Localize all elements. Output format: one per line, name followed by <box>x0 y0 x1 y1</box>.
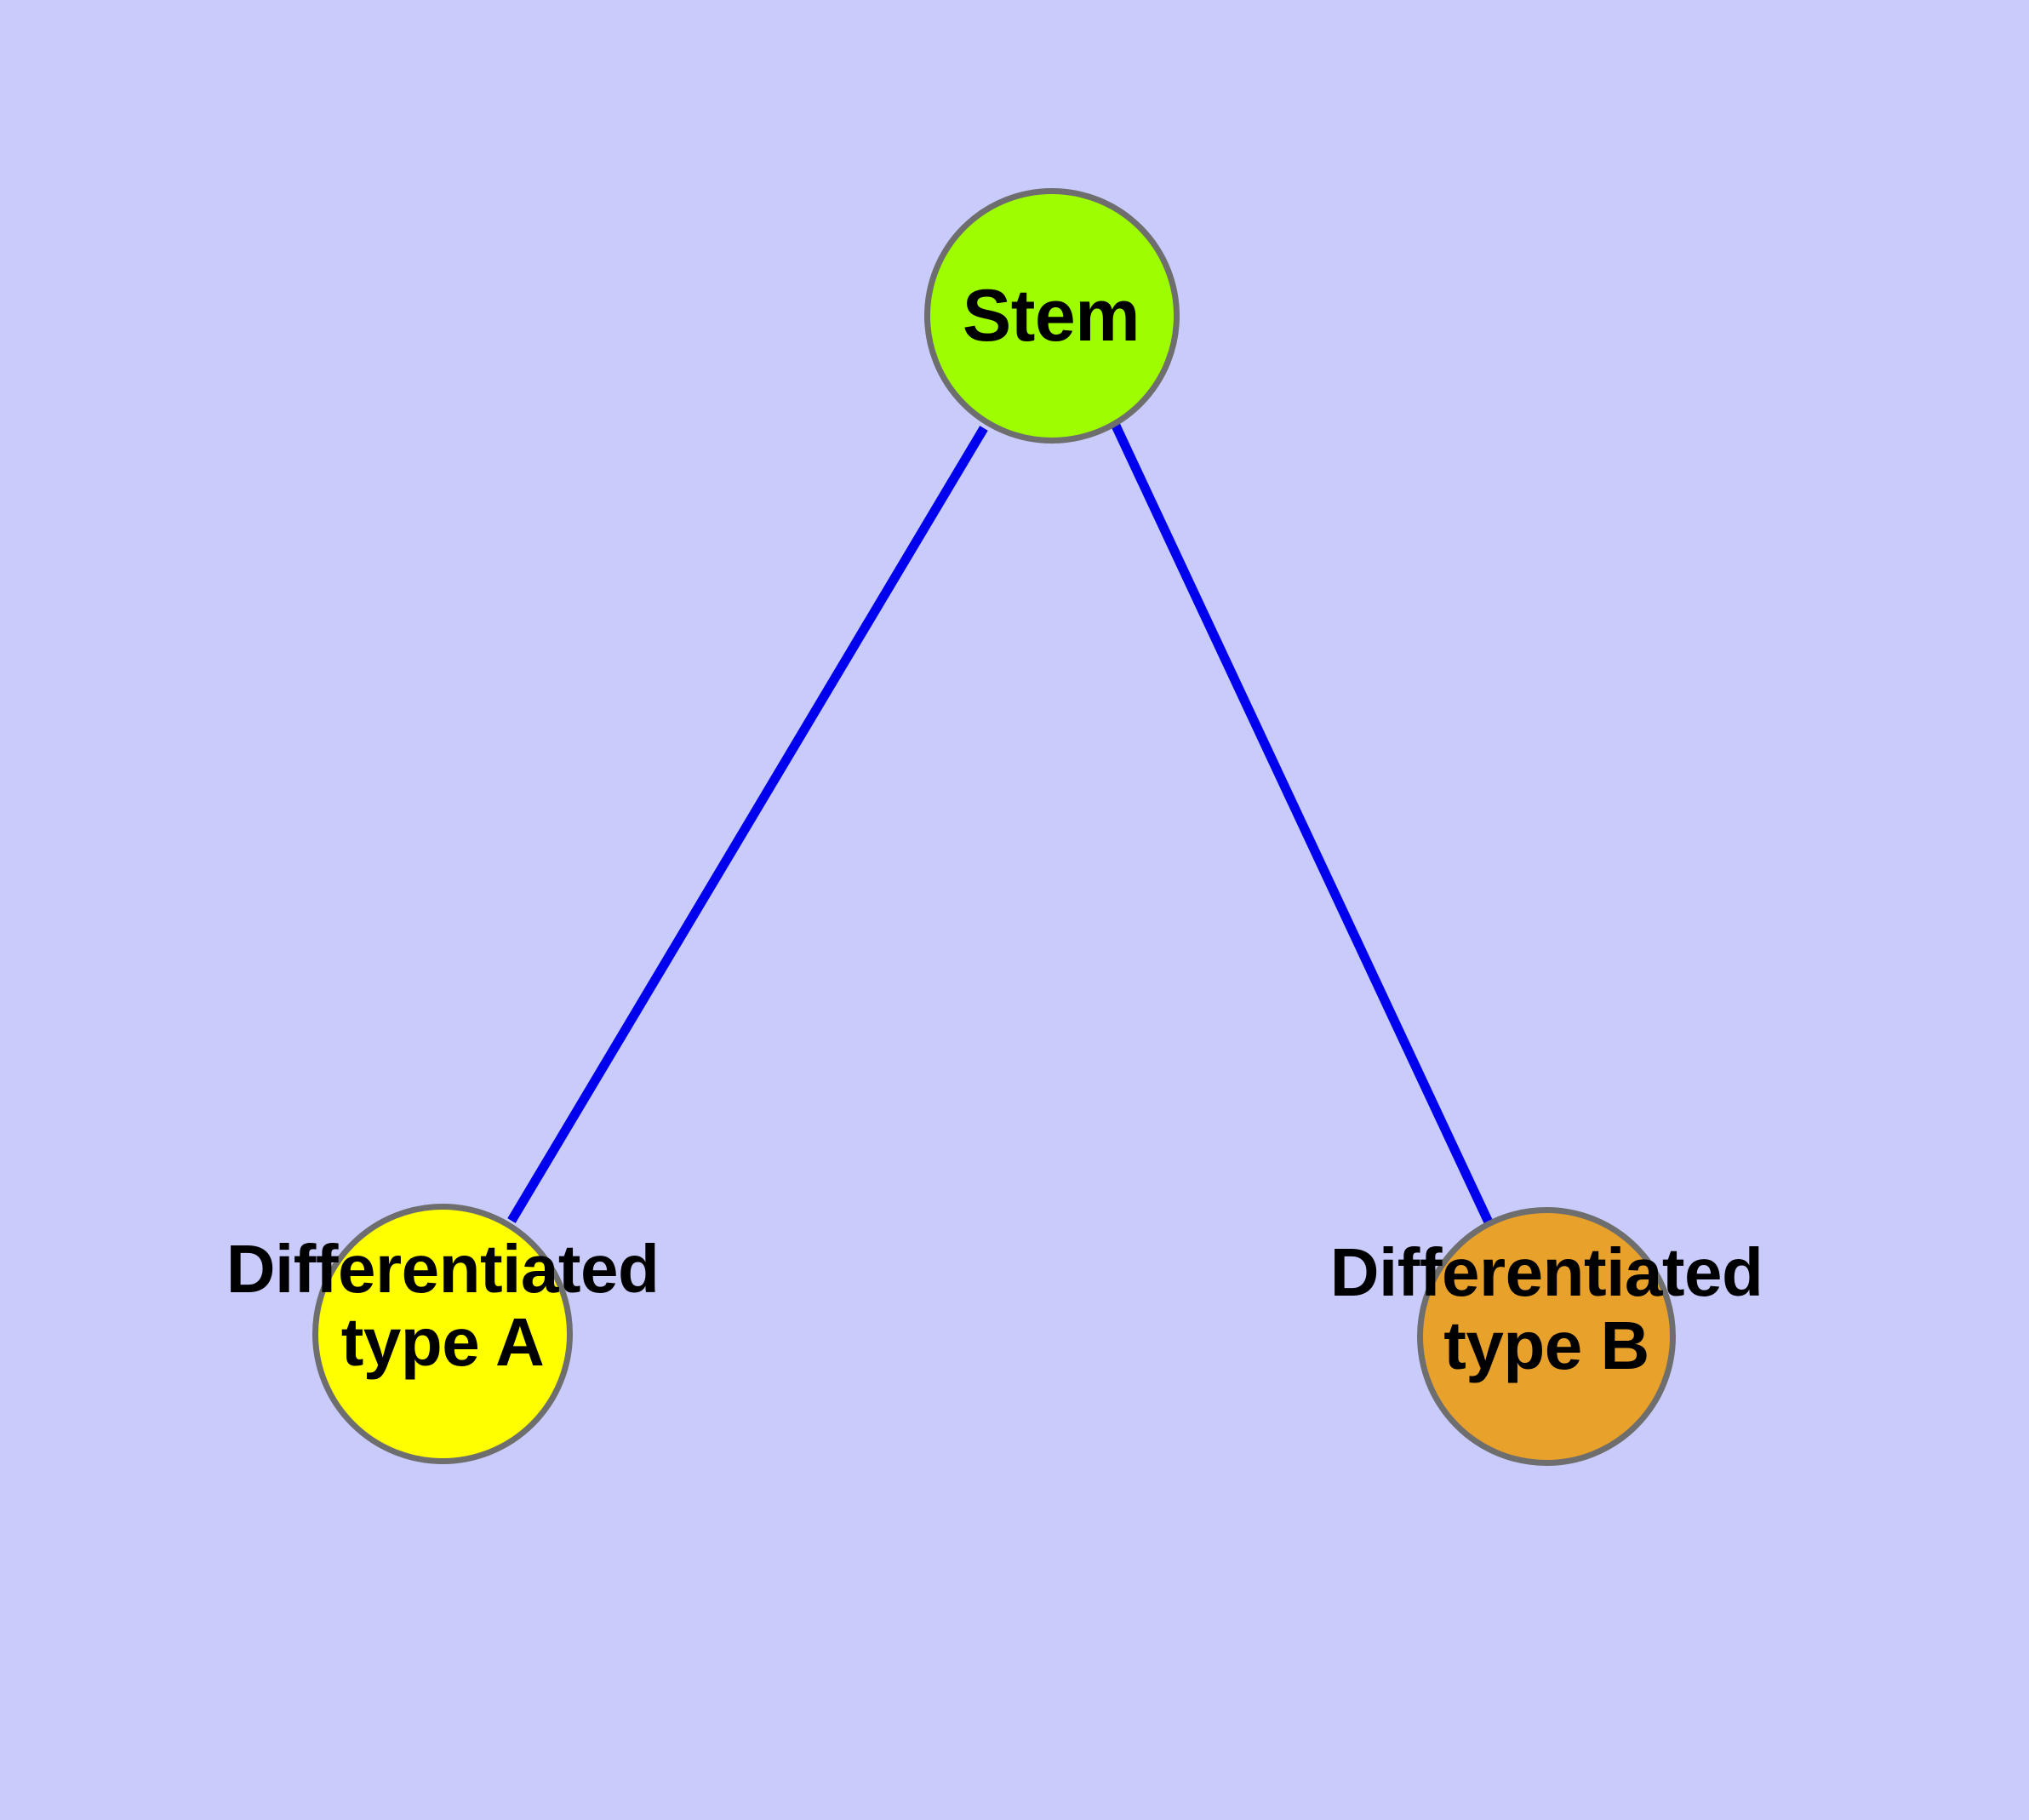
node-stem-label: Stem <box>962 275 1140 357</box>
node-stem[interactable] <box>924 188 1180 444</box>
node-differentiated-type-a-label: Differentiated type A <box>226 1231 660 1381</box>
node-differentiated-type-b[interactable] <box>1417 1207 1676 1466</box>
edge-stem-to-type-b[interactable] <box>1112 423 1495 1228</box>
node-differentiated-type-b-label: Differentiated type B <box>1329 1234 1763 1384</box>
node-differentiated-type-a[interactable] <box>312 1204 573 1464</box>
edge-stem-to-type-a[interactable] <box>507 426 988 1223</box>
